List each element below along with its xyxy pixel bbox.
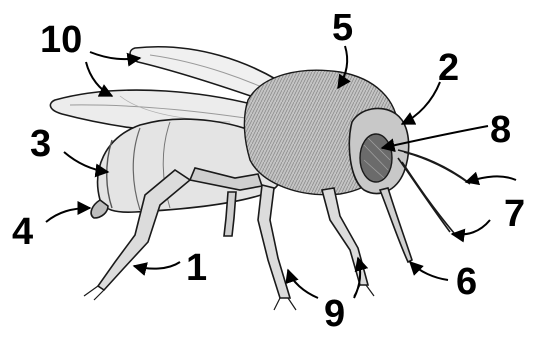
label-4: 4	[12, 211, 33, 253]
mouthparts	[380, 188, 412, 262]
label-5: 5	[332, 7, 353, 49]
label-3: 3	[30, 123, 51, 165]
label-8: 8	[490, 109, 511, 151]
compound-eye	[360, 134, 392, 182]
arrow-7b	[452, 220, 490, 234]
arrow-1	[134, 262, 180, 269]
label-2: 2	[438, 47, 459, 89]
arrow-6	[410, 262, 448, 280]
arrow-9a	[288, 270, 318, 298]
leg-middle	[258, 185, 296, 310]
antennae	[398, 150, 470, 233]
label-6: 6	[456, 261, 477, 303]
label-7: 7	[504, 193, 525, 235]
label-1: 1	[186, 247, 207, 289]
arrow-7a	[466, 176, 516, 182]
label-10: 10	[40, 19, 82, 61]
label-9: 9	[324, 293, 345, 335]
arrow-2	[402, 82, 440, 124]
leg-front	[322, 188, 374, 296]
arrow-4	[46, 208, 90, 222]
